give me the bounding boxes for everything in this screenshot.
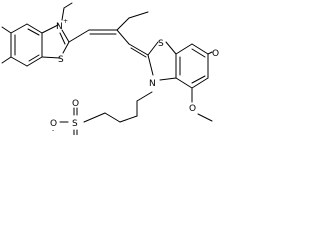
methine-bridge bbox=[68, 11, 149, 58]
right-benzothiazoline bbox=[147, 41, 213, 122]
atom-labels: N + S S N O O S O O - bbox=[50, 18, 219, 134]
sulfobutyl-chain bbox=[59, 91, 153, 135]
atom-n-plus: N bbox=[56, 22, 63, 32]
left-benzothiazolium bbox=[1, 2, 73, 67]
atom-s-left-ring: S bbox=[58, 55, 64, 65]
atom-o-methoxy-lower: O bbox=[189, 104, 196, 114]
atom-s-right-ring: S bbox=[158, 39, 164, 49]
chemical-structure-diagram: N + S S N O O S O O - bbox=[1, 2, 219, 135]
atom-o-sulfonate-left: O bbox=[50, 119, 57, 129]
atom-s-sulfonate: S bbox=[72, 119, 78, 129]
charge-plus: + bbox=[63, 18, 68, 25]
atom-o-methoxy-upper: O bbox=[212, 49, 219, 59]
charge-minus: - bbox=[52, 127, 54, 134]
atom-o-sulfonate-top: O bbox=[72, 99, 79, 109]
atom-n-right-ring: N bbox=[149, 79, 156, 89]
